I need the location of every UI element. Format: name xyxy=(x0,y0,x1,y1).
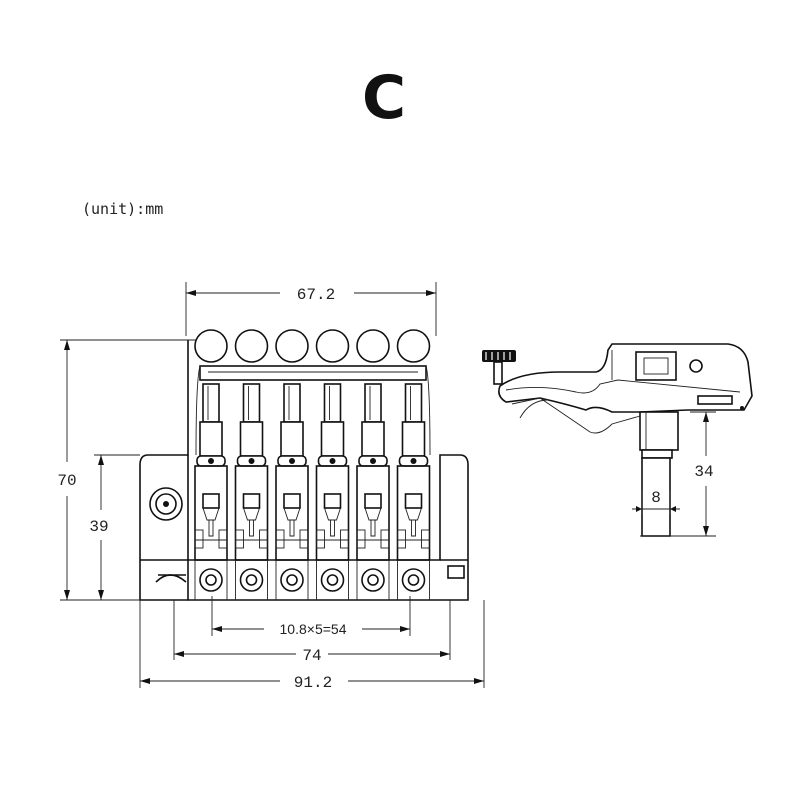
dim-base-width: 74 xyxy=(302,647,321,665)
saddle xyxy=(315,383,350,600)
fine-tuner-knob xyxy=(356,329,390,363)
dim-post-depth: 34 xyxy=(694,463,713,481)
dim-overall-width: 91.2 xyxy=(294,674,332,692)
stud-mount xyxy=(149,487,183,521)
saddle xyxy=(356,383,390,600)
fine-tuner-knob xyxy=(315,329,350,363)
saddle xyxy=(234,383,269,600)
unit-note: (unit):mm xyxy=(82,200,163,218)
fine-tuner-knob xyxy=(194,329,228,363)
side-dimensions: 34 8 xyxy=(632,411,716,537)
fine-tuner-knobs xyxy=(194,329,431,363)
fine-tuner-knob xyxy=(234,329,269,363)
dim-body-height: 39 xyxy=(89,518,108,536)
fine-tuner-knob xyxy=(275,329,309,363)
dim-total-height: 70 xyxy=(57,472,76,490)
front-dimensions: 67.2 70 39 10.8×5=54 74 xyxy=(57,282,485,692)
bridge-side-view xyxy=(482,343,753,537)
bridge-front-view xyxy=(139,329,469,601)
saddle-row xyxy=(194,383,431,600)
saddle xyxy=(396,383,431,600)
fine-tuner-knob xyxy=(396,329,431,363)
dim-post-diameter: 8 xyxy=(651,489,661,507)
diagram-title: C xyxy=(362,63,406,133)
dim-string-spacing: 10.8×5=54 xyxy=(280,621,347,637)
saddle xyxy=(275,383,309,600)
dim-top-width: 67.2 xyxy=(297,286,335,304)
saddle xyxy=(194,383,228,600)
side-fine-tuner-knob xyxy=(482,350,516,385)
